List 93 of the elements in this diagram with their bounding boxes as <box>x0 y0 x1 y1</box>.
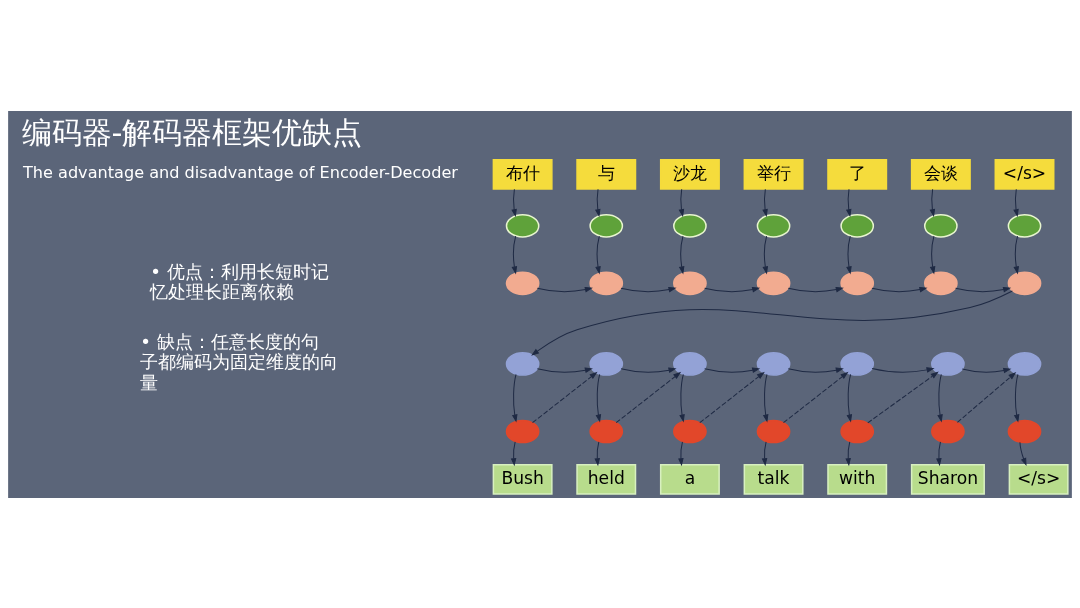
node-box: </s> <box>994 158 1055 190</box>
arrow <box>678 188 685 217</box>
arrow <box>531 289 1013 356</box>
arrow <box>594 188 601 217</box>
node-circle <box>589 351 624 376</box>
label: The advantage and disadvantage of Encoder-Decoder <box>22 162 458 182</box>
arrow <box>699 371 765 423</box>
arrow <box>595 373 602 423</box>
node-box: Bush <box>492 463 553 495</box>
arrow <box>845 188 852 217</box>
diagram-title: 编码器-解码器框架优缺点 <box>21 114 363 150</box>
node-circle <box>1007 419 1042 443</box>
arrow <box>955 286 1012 292</box>
node-box: 沙龙 <box>659 158 720 190</box>
node-circle <box>840 351 875 376</box>
node-box: </s> <box>1008 463 1069 495</box>
node-box: a <box>659 463 720 495</box>
arrow <box>678 235 685 274</box>
node-box: 布什 <box>492 158 553 190</box>
arrow <box>678 440 684 466</box>
node-circle <box>840 271 875 295</box>
arrow <box>594 440 601 466</box>
arrow <box>871 366 935 373</box>
node-circle <box>923 271 958 295</box>
arrow <box>510 440 517 466</box>
arrow <box>511 188 517 217</box>
node-box: with <box>827 463 888 495</box>
arrow <box>536 286 593 292</box>
arrow <box>762 188 768 217</box>
node-circle <box>589 419 624 443</box>
arrow <box>936 440 942 466</box>
node-circle <box>1007 351 1042 376</box>
arrow <box>762 373 769 423</box>
node-circle <box>1007 213 1042 238</box>
arrow <box>536 367 593 373</box>
node-circle <box>1007 271 1042 295</box>
node-circle <box>673 271 707 295</box>
node-circle <box>923 213 958 238</box>
arrow <box>679 373 685 423</box>
node-circle <box>931 351 965 376</box>
arrow <box>787 286 844 292</box>
arrow <box>762 235 769 274</box>
arrow <box>961 367 1012 373</box>
arrow <box>846 235 852 274</box>
arrow <box>532 371 598 423</box>
node-box: talk <box>743 463 804 495</box>
arrow <box>511 235 518 274</box>
arrow <box>929 235 936 274</box>
arrow <box>867 371 939 423</box>
node-circle <box>756 213 791 238</box>
node-circle <box>505 419 540 443</box>
node-box: Sharon <box>910 463 985 495</box>
label: • 优点：利用长短时记忆处理长距离依赖 <box>150 260 329 302</box>
node-circle <box>505 213 540 238</box>
node-circle <box>673 213 707 238</box>
arrow <box>761 440 768 466</box>
arrow <box>871 286 928 292</box>
arrow <box>620 367 677 373</box>
node-box: 举行 <box>743 158 804 190</box>
arrow <box>1013 373 1020 423</box>
arrow <box>956 371 1017 423</box>
arrow <box>1013 235 1019 274</box>
node-circle <box>756 271 791 295</box>
label: • 缺点：任意长度的句子都编码为固定维度的向量 <box>140 330 339 393</box>
arrow <box>845 440 851 466</box>
arrow <box>929 188 936 217</box>
node-circle <box>673 419 707 443</box>
arrow <box>1019 441 1027 466</box>
arrow <box>846 373 853 423</box>
node-circle <box>505 351 540 376</box>
arrow <box>704 367 761 373</box>
arrow <box>704 286 761 292</box>
node-box: 与 <box>576 158 637 190</box>
node-circle <box>756 419 791 443</box>
arrow <box>787 367 844 373</box>
arrow <box>615 371 682 423</box>
node-circle <box>505 271 540 295</box>
node-circle <box>589 213 624 238</box>
arrow <box>595 235 601 274</box>
node-circle <box>673 351 707 376</box>
arrow <box>1013 188 1019 217</box>
arrow <box>782 371 849 423</box>
arrow <box>937 373 943 423</box>
node-circle <box>589 271 624 295</box>
arrow <box>511 373 518 423</box>
node-circle <box>840 419 875 443</box>
node-circle <box>756 351 791 376</box>
arrow <box>620 286 677 292</box>
node-box: 会谈 <box>910 158 971 190</box>
node-circle <box>840 213 875 238</box>
node-box: 了 <box>827 158 888 190</box>
node-box: held <box>576 463 637 495</box>
node-circle <box>931 419 965 443</box>
